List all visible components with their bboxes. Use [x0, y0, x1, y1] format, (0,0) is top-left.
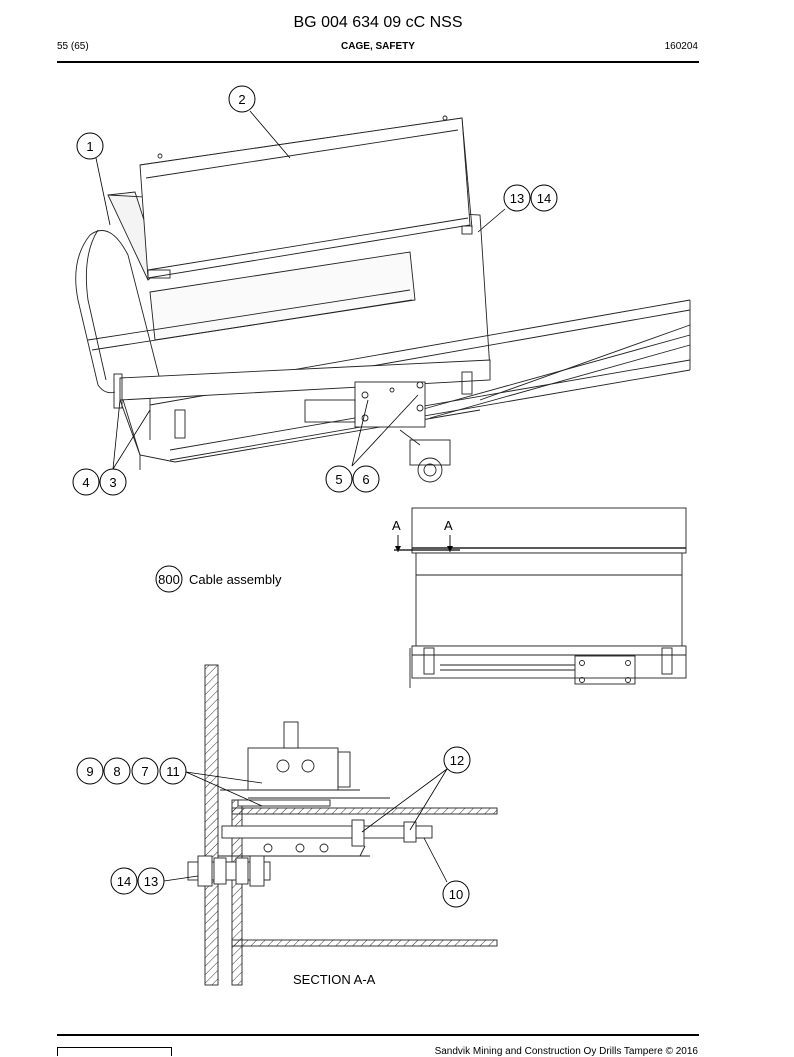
callout-6: 6	[352, 465, 380, 493]
callout-8: 8	[103, 757, 131, 785]
callout-7: 7	[131, 757, 159, 785]
callout-800: 800	[155, 565, 183, 593]
section-title: CAGE, SAFETY	[341, 41, 415, 52]
svg-text:5: 5	[335, 472, 342, 487]
sandvik-logo	[57, 1047, 172, 1056]
callout-13-section: 13	[137, 867, 165, 895]
svg-text:7: 7	[141, 764, 148, 779]
svg-text:4: 4	[82, 475, 89, 490]
callout-4: 4	[72, 468, 100, 496]
leader-lines-section	[163, 768, 448, 883]
svg-text:10: 10	[449, 887, 463, 902]
callout-11: 11	[159, 757, 187, 785]
header-rule	[57, 61, 699, 63]
section-a-a-view	[187, 664, 498, 986]
svg-text:9: 9	[86, 764, 93, 779]
front-view-detail	[394, 507, 687, 688]
cable-assembly-label: Cable assembly	[189, 572, 282, 587]
svg-text:13: 13	[510, 191, 524, 206]
callout-1: 1	[76, 132, 104, 160]
callout-12: 12	[443, 746, 471, 774]
svg-text:12: 12	[450, 753, 464, 768]
page-number: 55 (65)	[57, 41, 89, 52]
callout-10: 10	[442, 880, 470, 908]
svg-text:8: 8	[113, 764, 120, 779]
svg-text:2: 2	[238, 92, 245, 107]
svg-text:800: 800	[158, 572, 180, 587]
callout-9: 9	[76, 757, 104, 785]
svg-text:11: 11	[166, 764, 180, 779]
callout-14-section: 14	[110, 867, 138, 895]
footer-rule	[57, 1034, 699, 1036]
callout-3: 3	[99, 468, 127, 496]
section-mark-left: A	[392, 518, 401, 533]
leader-lines-main	[95, 110, 506, 470]
safety-cage-view	[75, 115, 691, 483]
callout-2: 2	[228, 85, 256, 113]
section-mark-right: A	[444, 518, 453, 533]
svg-text:1: 1	[86, 139, 93, 154]
date-code: 160204	[664, 41, 698, 52]
footer-copyright: Sandvik Mining and Construction Oy Drill…	[434, 1046, 698, 1057]
section-caption: SECTION A-A	[293, 972, 376, 987]
callout-14: 14	[530, 184, 558, 212]
svg-text:14: 14	[117, 874, 131, 889]
svg-text:13: 13	[144, 874, 158, 889]
svg-text:14: 14	[537, 191, 551, 206]
svg-text:6: 6	[362, 472, 369, 487]
svg-text:3: 3	[109, 475, 116, 490]
callout-13: 13	[503, 184, 531, 212]
callout-5: 5	[325, 465, 353, 493]
document-title: BG 004 634 09 cC NSS	[293, 14, 463, 31]
